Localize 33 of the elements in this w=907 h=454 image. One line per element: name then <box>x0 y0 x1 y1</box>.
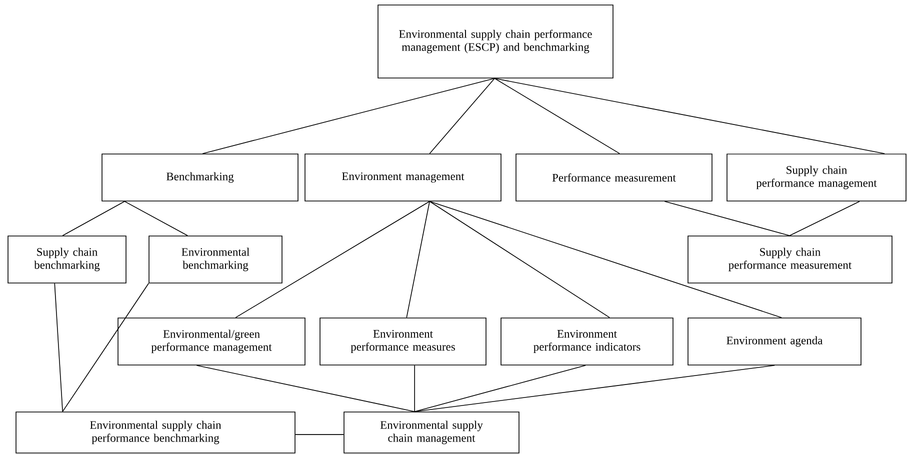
concept-box: Environmental supply chain management <box>344 412 520 454</box>
connector-line <box>414 364 775 412</box>
connector-line <box>295 434 344 435</box>
connector-line <box>429 78 495 154</box>
concept-box: Environmental supply chain performance benchmarking <box>16 412 296 454</box>
concept-box: Supply chain benchmarking <box>8 236 126 284</box>
connector-line <box>235 200 430 318</box>
connector-line <box>429 200 610 318</box>
concept-box: Environment performance indicators <box>500 318 674 366</box>
connector-line <box>54 282 63 412</box>
connector-line <box>789 200 860 236</box>
connector-line <box>414 364 586 412</box>
connector-line <box>202 78 495 154</box>
connector-line <box>494 78 620 154</box>
connector-line <box>62 200 125 236</box>
connector-line <box>429 200 782 318</box>
connector-line <box>664 200 790 236</box>
concept-box: Environment management <box>304 154 502 202</box>
connector-line <box>414 364 415 412</box>
connector-line <box>494 78 885 154</box>
concept-box: Environmental supply chain performance management (ESCP) and benchmarking <box>378 4 614 78</box>
concept-box: Environment performance measures <box>320 318 486 366</box>
connector-line <box>406 200 430 318</box>
connector-line <box>62 282 150 412</box>
concept-box: Supply chain performance measurement <box>688 236 892 284</box>
concept-box: Performance measurement <box>516 154 712 202</box>
concept-box: Environment agenda <box>688 318 862 366</box>
concept-box: Environmental benchmarking <box>148 236 282 284</box>
concept-box: Supply chain performance management <box>726 154 906 202</box>
concept-box: Environmental/green performance management <box>118 318 306 366</box>
connector-line <box>124 200 188 236</box>
connector-line <box>196 364 415 412</box>
concept-box: Benchmarking <box>102 154 298 202</box>
